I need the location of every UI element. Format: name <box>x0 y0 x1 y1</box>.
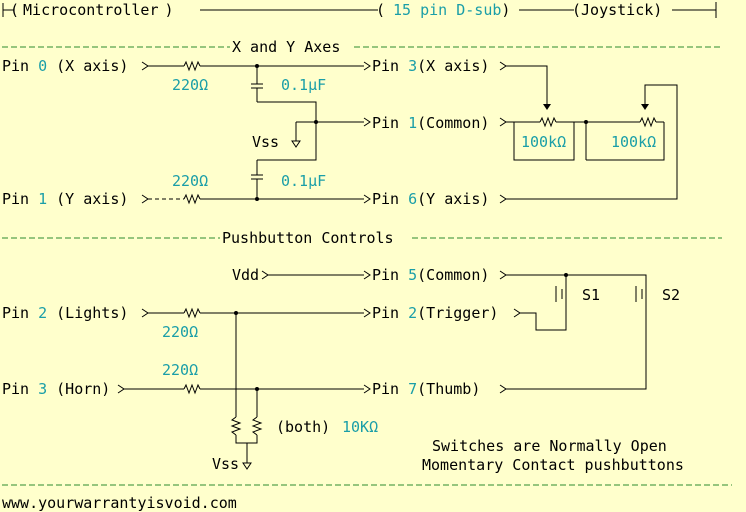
arrow-icon <box>363 384 371 394</box>
capacitor-value: 0.1µF <box>281 76 326 94</box>
pot-value: 100kΩ <box>521 133 566 151</box>
joystick-label: (Joystick) <box>572 1 662 19</box>
note-line-1: Switches are Normally Open <box>432 437 667 455</box>
footer-url: www.yourwarrantyisvoid.com <box>2 494 237 512</box>
right-pin-7: Pin 7(Thumb) <box>372 380 480 398</box>
axes-circuit: Pin 0(X axis) Pin 1(Y axis) 220Ω 0.1µF V… <box>2 57 678 208</box>
wire <box>506 84 678 200</box>
vss-label: Vss <box>252 133 279 151</box>
wire <box>520 302 567 331</box>
header: (Microcontroller) (15 pin D-sub) (Joysti… <box>2 1 717 19</box>
right-pin-1: Pin 1(Common) <box>372 114 489 132</box>
wire <box>506 302 647 390</box>
arrow-icon <box>141 308 149 318</box>
resistor-value: 220Ω <box>172 172 208 190</box>
arrow-icon <box>363 61 371 71</box>
right-pin-6: Pin 6(Y axis) <box>372 190 489 208</box>
vdd-label: Vdd <box>232 266 259 284</box>
connector-label: (15 pin D-sub) <box>376 1 510 19</box>
wiper-arrow-icon <box>641 104 649 110</box>
resistor-value: 220Ω <box>162 361 198 379</box>
wire <box>506 121 575 161</box>
arrow-icon <box>499 117 507 127</box>
note-line-2: Momentary Contact pushbuttons <box>422 456 684 474</box>
left-pin-2: Pin 2(Lights) <box>2 304 128 322</box>
resistor-value: 220Ω <box>172 76 208 94</box>
arrow-icon <box>363 308 371 318</box>
arrow-icon <box>363 117 371 127</box>
potentiometer-icon <box>539 116 557 128</box>
wire <box>586 122 665 161</box>
resistor-icon <box>183 193 201 205</box>
arrow-icon <box>261 270 269 280</box>
wiper-arrow-icon <box>543 104 551 110</box>
ground-icon <box>242 462 252 470</box>
right-pin-3: Pin 3(X axis) <box>372 57 489 75</box>
arrow-icon <box>513 308 521 318</box>
microcontroller-label: (Microcontroller) <box>10 1 174 19</box>
section-axes-title: X and Y Axes <box>232 38 340 56</box>
pulldown-value: 10KΩ <box>342 418 378 436</box>
arrow-icon <box>117 384 125 394</box>
wire <box>506 65 548 104</box>
vss-label: Vss <box>212 455 239 473</box>
arrow-icon <box>499 61 507 71</box>
wire <box>235 435 258 444</box>
left-pin-1: Pin 1(Y axis) <box>2 190 128 208</box>
section-buttons-title: Pushbutton Controls <box>222 229 394 247</box>
resistor-icon <box>230 416 242 436</box>
arrow-icon <box>363 270 371 280</box>
right-pin-5: Pin 5(Common) <box>372 266 489 284</box>
left-pin-0: Pin 0(X axis) <box>2 57 128 75</box>
arrow-icon <box>141 194 149 204</box>
switch-s2-label: S2 <box>662 286 680 304</box>
resistor-value: 220Ω <box>162 323 198 341</box>
arrow-icon <box>141 61 149 71</box>
arrow-icon <box>499 270 507 280</box>
buttons-circuit: Vdd Pin 2(Lights) Pin 3(Horn) 220Ω 220Ω … <box>2 266 684 474</box>
resistor-icon <box>251 416 263 436</box>
wire <box>506 274 647 286</box>
right-pin-2: Pin 2(Trigger) <box>372 304 498 322</box>
arrow-icon <box>499 384 507 394</box>
potentiometer-icon <box>639 116 657 128</box>
pulldown-note: (both) <box>276 418 330 436</box>
arrow-icon <box>499 194 507 204</box>
resistor-icon <box>183 307 201 319</box>
arrow-icon <box>363 194 371 204</box>
pot-value: 100kΩ <box>611 133 656 151</box>
wire <box>257 101 317 161</box>
capacitor-value: 0.1µF <box>281 172 326 190</box>
switch-s1-label: S1 <box>582 286 600 304</box>
ground-icon <box>291 140 301 148</box>
resistor-icon <box>183 60 201 72</box>
resistor-icon <box>183 383 201 395</box>
left-pin-3: Pin 3(Horn) <box>2 380 110 398</box>
